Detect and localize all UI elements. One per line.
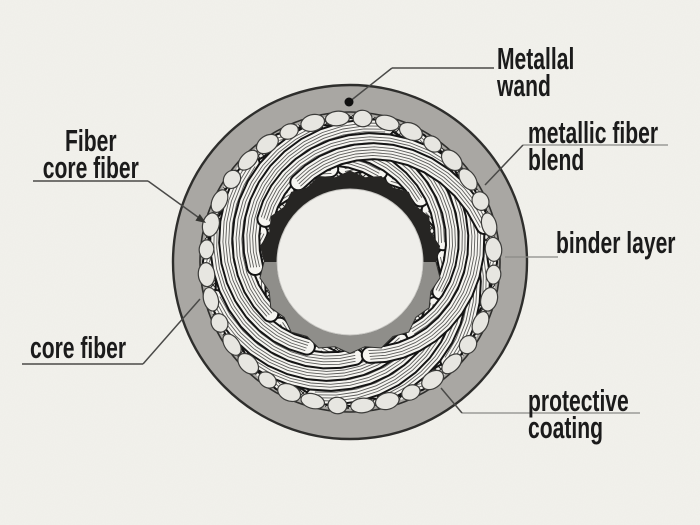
label-line: binder layer [556,225,676,260]
leader-protective-diagonal [440,387,463,414]
label-metallic-fiber-blend: metallic fiber blend [528,115,659,177]
label-line: Fiber [65,123,117,158]
leader-fiber-diagonal [147,180,203,221]
label-core-fiber: core fiber [30,330,127,365]
label-fiber-core-fiber: Fiber core fiber [33,123,149,185]
binder-pebble-ring [197,109,503,415]
coating-inner-edge [199,111,501,413]
label-line: core fiber [42,150,139,185]
metallic-fiber-weave [202,117,498,407]
fiber-arrowhead-icon [195,214,206,223]
label-line: Metallal [497,41,575,76]
label-line: core fiber [30,330,127,365]
label-line: coating [528,410,603,445]
leader-metallic-blend-diagonal [484,144,524,186]
leader-core-fiber-diagonal [142,298,201,365]
label-binder-layer: binder layer [556,225,676,260]
label-line: protective [528,383,629,418]
label-metallal-wand: Metallal wand [497,41,575,103]
leader-metallal-wand-diagonal [348,67,393,103]
label-protective-coating: protective coating [528,383,629,445]
core-fiber-center [276,188,424,336]
label-line: wand [497,68,551,103]
label-line: blend [528,142,585,177]
leader-lines [22,67,668,414]
label-line: metallic fiber [528,115,659,150]
coating-outer-edge [171,83,529,441]
wand-dot-marker [344,97,354,107]
